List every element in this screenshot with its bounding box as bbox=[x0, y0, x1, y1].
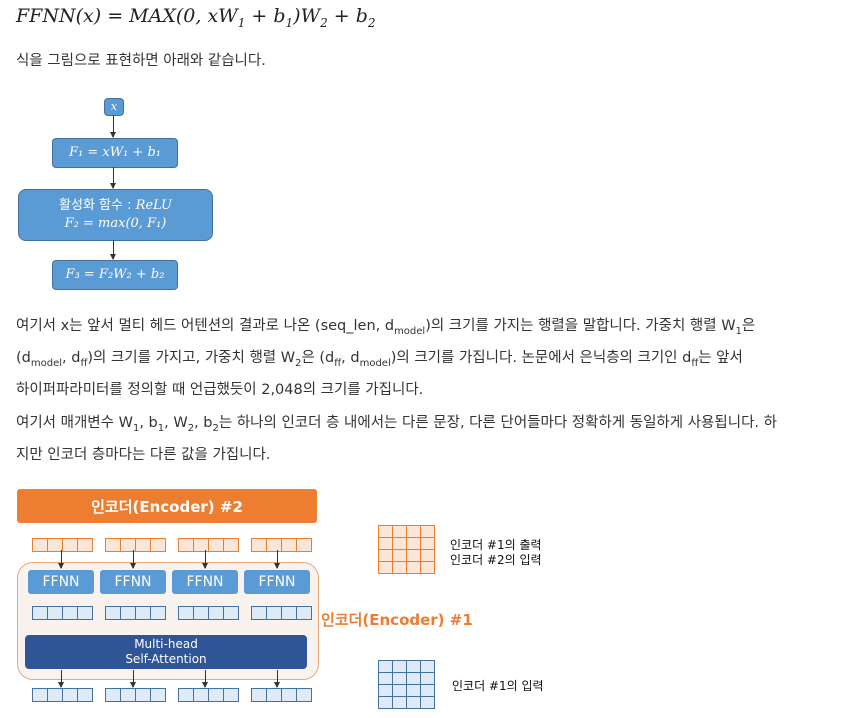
up-arrow-ffnn-out bbox=[274, 550, 280, 569]
input-vector bbox=[251, 688, 312, 702]
text-part: , W bbox=[164, 415, 188, 431]
text-sub: ff bbox=[691, 357, 699, 369]
text-sub: 2 bbox=[212, 422, 219, 434]
ffnn-box: FFNN bbox=[28, 570, 94, 594]
up-arrow-ffnn-out bbox=[58, 550, 64, 569]
activation-label: 활성화 함수 : bbox=[59, 198, 136, 213]
paragraph-2-line1: 여기서 매개변수 W1, b1, W2, b2는 하나의 인코더 층 내에서는 … bbox=[16, 410, 861, 442]
text-part: 는 앞서 bbox=[698, 349, 743, 366]
formula-sub: 2 bbox=[367, 15, 376, 30]
flow-arrow bbox=[110, 115, 116, 138]
text-part: , b bbox=[139, 415, 158, 431]
paragraph-1-line2: (dmodel, dff)의 크기를 가지고, 가중치 행렬 W2은 (dff,… bbox=[16, 345, 861, 377]
legend-input-text: 인코더 #1의 입력 bbox=[452, 679, 544, 693]
text-part: (d bbox=[16, 349, 31, 366]
formula-sub: 1 bbox=[237, 15, 246, 30]
legend-output-line1: 인코더 #1의 출력 bbox=[450, 538, 542, 552]
paragraph-2: 여기서 매개변수 W1, b1, W2, b2는 하나의 인코더 층 내에서는 … bbox=[16, 410, 861, 468]
paragraph-2-line2: 지만 인코더 층마다는 다른 값을 가집니다. bbox=[16, 446, 271, 463]
formula-part: )W bbox=[293, 5, 321, 27]
text-part: , b bbox=[194, 415, 213, 431]
text-sub: 1 bbox=[132, 422, 140, 434]
mha-line2: Self-Attention bbox=[125, 652, 207, 666]
up-arrow-input bbox=[202, 670, 208, 688]
up-arrow-ffnn-out bbox=[130, 550, 136, 569]
text-part: 은 bbox=[741, 318, 756, 334]
text-sub: model bbox=[394, 325, 426, 337]
input-vector bbox=[178, 688, 239, 702]
legend-output-matrix bbox=[378, 525, 435, 574]
output-vector bbox=[105, 538, 166, 552]
up-arrow-input bbox=[58, 670, 64, 688]
paragraph-1-line1: 여기서 x는 앞서 멀티 헤드 어텐션의 결과로 나온 (seq_len, dm… bbox=[16, 313, 861, 345]
encoder-1-label: 인코더(Encoder) #1 bbox=[321, 611, 473, 629]
formula-part: MAX(0, xW bbox=[129, 5, 238, 27]
text-part: 은 (d bbox=[301, 349, 335, 366]
text-sub: ff bbox=[334, 357, 342, 369]
text-part: 여기서 x는 앞서 멀티 헤드 어텐션의 결과로 나온 (seq_len, d bbox=[16, 318, 395, 334]
text-sub: 2 bbox=[295, 357, 302, 369]
ffnn-box: FFNN bbox=[172, 570, 238, 594]
up-arrow-input bbox=[130, 670, 136, 688]
formula-sub: 2 bbox=[320, 15, 328, 30]
flow-input-label: x bbox=[110, 100, 118, 113]
legend-output-text: 인코더 #1의 출력 인코더 #2의 입력 bbox=[450, 538, 542, 568]
text-part: 여기서 매개변수 W bbox=[16, 415, 133, 431]
legend-input-matrix bbox=[378, 660, 435, 709]
text-sub: 1 bbox=[735, 325, 742, 337]
paragraph-1-line3: 하이퍼파라미터를 정의할 때 언급했듯이 2,048의 크기를 가집니다. bbox=[16, 381, 424, 398]
activation-line2: F₂ = max(0, F₁) bbox=[64, 216, 167, 231]
ffnn-box: FFNN bbox=[100, 570, 166, 594]
formula-sub: 1 bbox=[285, 15, 294, 30]
text-part: 는 하나의 인코더 층 내에서는 다른 문장, 다른 단어들마다 정확하게 동일… bbox=[218, 415, 777, 431]
attention-output-vectors bbox=[32, 606, 312, 620]
text-part: )의 크기를 가집니다. 논문에서 은닉층의 크기인 d bbox=[390, 349, 692, 366]
text-sub: model bbox=[359, 357, 391, 369]
input-vector bbox=[32, 688, 93, 702]
flow-arrow bbox=[110, 240, 116, 260]
formula-part: + b bbox=[245, 5, 286, 27]
encoder-2-header: 인코더(Encoder) #2 bbox=[17, 489, 317, 523]
output-vector bbox=[251, 538, 312, 552]
activation-relu: ReLU bbox=[135, 198, 172, 213]
flow-box-activation: 활성화 함수 : ReLU F₂ = max(0, F₁) bbox=[18, 189, 213, 241]
text-sub: 2 bbox=[187, 422, 195, 434]
up-arrow-input bbox=[274, 670, 280, 688]
text-part: , d bbox=[62, 349, 81, 366]
input-vector bbox=[105, 688, 166, 702]
mha-line1: Multi-head bbox=[134, 637, 198, 651]
text-part: )의 크기를 가지는 행렬을 말합니다. 가중치 행렬 W bbox=[425, 318, 736, 334]
attention-vector bbox=[32, 606, 93, 620]
output-vector bbox=[178, 538, 239, 552]
output-vector bbox=[32, 538, 93, 552]
text-part: , d bbox=[341, 349, 360, 366]
formula-eq: = bbox=[101, 5, 130, 27]
encoder1-output-vectors bbox=[32, 538, 312, 552]
text-part: )의 크기를 가지고, 가중치 행렬 W bbox=[87, 349, 296, 366]
formula-part: + b bbox=[327, 5, 368, 27]
up-arrow-ffnn-out bbox=[202, 550, 208, 569]
formula-lhs: FFNN(x) bbox=[16, 5, 102, 27]
text-sub: model bbox=[30, 357, 63, 369]
text-sub: 1 bbox=[157, 422, 165, 434]
encoder1-input-vectors bbox=[32, 688, 312, 702]
attention-vector bbox=[178, 606, 239, 620]
flow-box-f3: F₃ = F₂W₂ + b₂ bbox=[52, 260, 178, 290]
activation-line1: 활성화 함수 : ReLU bbox=[59, 197, 172, 215]
ffnn-box: FFNN bbox=[244, 570, 310, 594]
flow-box-f3-label: F₃ = F₂W₂ + b₂ bbox=[65, 267, 165, 282]
multi-head-self-attention: Multi-head Self-Attention bbox=[25, 635, 307, 669]
flow-input-box: x bbox=[104, 98, 124, 116]
flow-box-f1-label: F₁ = xW₁ + b₁ bbox=[69, 145, 161, 160]
flow-box-f1: F₁ = xW₁ + b₁ bbox=[52, 138, 178, 168]
paragraph-1: 여기서 x는 앞서 멀티 헤드 어텐션의 결과로 나온 (seq_len, dm… bbox=[16, 313, 861, 403]
flow-arrow bbox=[110, 167, 116, 189]
legend-output-line2: 인코더 #2의 입력 bbox=[450, 553, 542, 567]
intro-text: 식을 그림으로 표현하면 아래와 같습니다. bbox=[16, 53, 266, 69]
attention-vector bbox=[251, 606, 312, 620]
attention-vector bbox=[105, 606, 166, 620]
ffnn-formula: FFNN(x) = MAX(0, xW1 + b1)W2 + b2 bbox=[16, 5, 376, 30]
text-sub: ff bbox=[80, 357, 88, 369]
